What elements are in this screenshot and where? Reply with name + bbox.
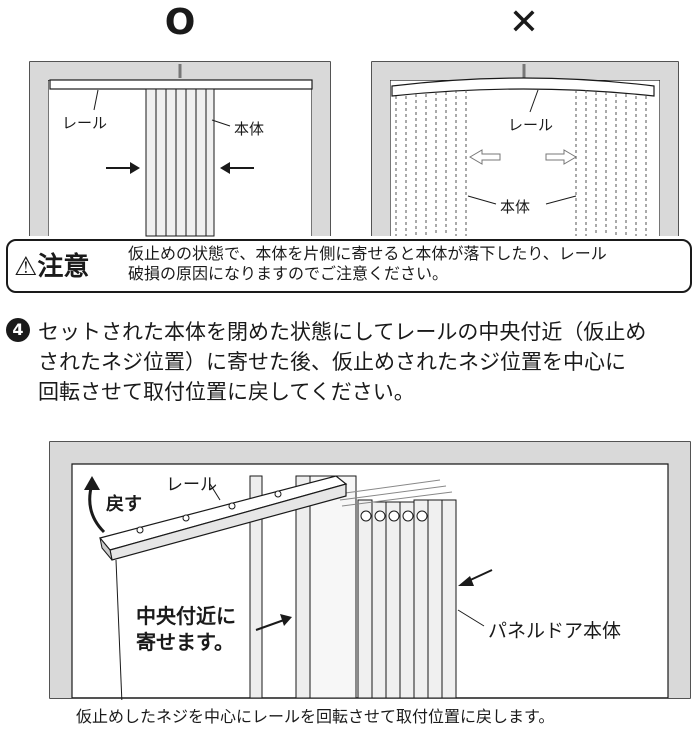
step-text-line3: 回転させて取付位置に戻してください。 — [38, 380, 415, 404]
warning-triangle-icon: ⚠ — [14, 252, 38, 282]
wrong-mark: ✕ — [508, 2, 540, 43]
caution-text: 仮止めの状態で、本体を片側に寄せると本体が落下したり、レール 破損の原因になりま… — [128, 244, 607, 283]
rail-label: レール — [508, 116, 554, 134]
step-text-line1: セットされた本体を閉めた状態にしてレールの中央付近（仮止め — [38, 320, 647, 344]
rail-label: レール — [166, 475, 217, 495]
center-label-line2: 寄せます。 — [136, 630, 234, 654]
center-label-line1: 中央付近に — [136, 604, 236, 628]
caution-box — [6, 239, 692, 293]
step-number: 4 — [6, 318, 30, 342]
body-label: 本体 — [500, 198, 531, 216]
rail-label: レール — [62, 114, 108, 132]
caption: 仮止めしたネジを中心にレールを回転させて取付位置に戻します。 — [76, 707, 555, 726]
wrong-diagram — [371, 61, 679, 236]
body-label: 本体 — [234, 120, 265, 138]
caution-heading: ⚠注意 — [14, 252, 90, 282]
step-text-line2: されたネジ位置）に寄せた後、仮止めされたネジ位置を中心に — [38, 350, 626, 374]
correct-mark: O — [164, 2, 196, 43]
return-label: 戻す — [106, 494, 142, 515]
correct-diagram — [29, 61, 331, 237]
rotation-diagram — [49, 441, 691, 700]
panel-door-label: パネルドア本体 — [488, 620, 622, 642]
